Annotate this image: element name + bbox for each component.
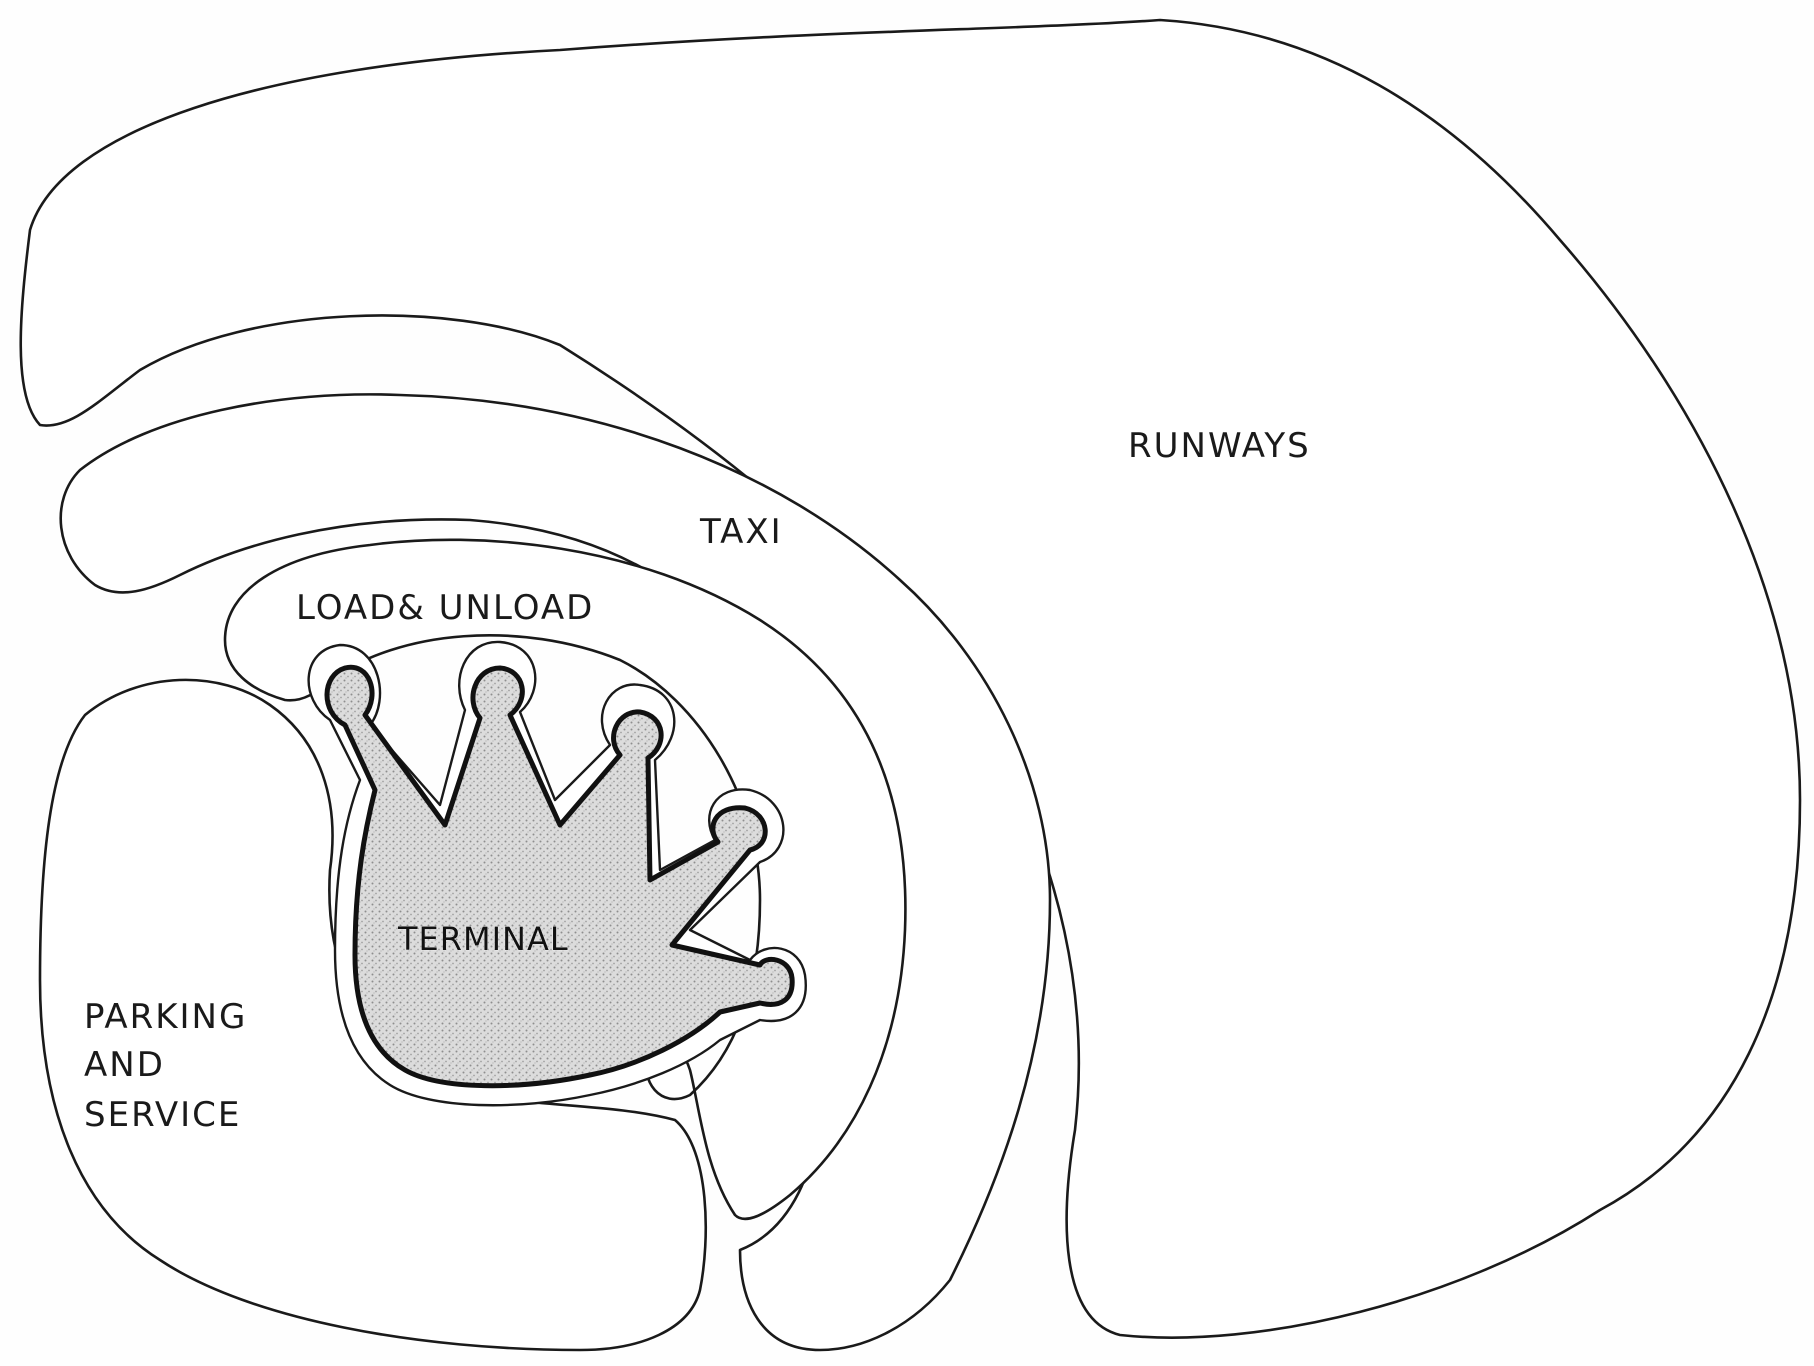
load-unload-label: LOAD& UNLOAD: [296, 588, 594, 628]
parking-service-label-line-3: SERVICE: [84, 1095, 241, 1135]
taxi-label: TAXI: [699, 512, 783, 552]
terminal-label: TERMINAL: [397, 920, 569, 958]
parking-service-label-line-1: PARKING: [84, 997, 247, 1037]
parking-service-label-line-2: AND: [84, 1045, 165, 1085]
runways-label: RUNWAYS: [1128, 426, 1311, 466]
